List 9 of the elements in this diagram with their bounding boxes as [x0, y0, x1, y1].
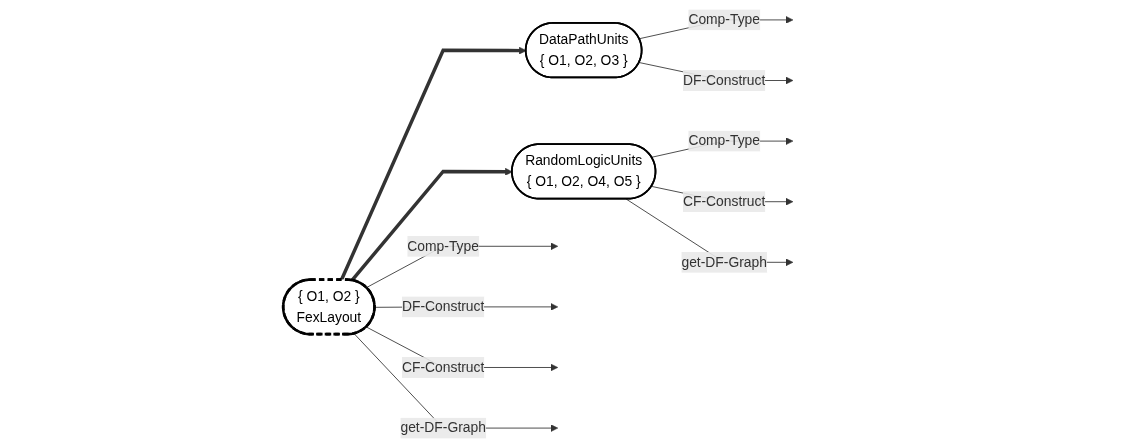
edge-label: DF-Construct	[401, 299, 485, 314]
edge-label: Comp-Type	[407, 238, 479, 254]
edge-label: get-DF-Graph	[681, 254, 767, 270]
edge-label: get-DF-Graph	[400, 420, 486, 436]
edge-label: Comp-Type	[688, 12, 760, 27]
edge-label: CF-Construct	[683, 193, 766, 209]
edge-label: CF-Construct	[401, 359, 485, 375]
edge-label: Comp-Type	[688, 133, 760, 149]
edge-label: DF-Construct	[683, 72, 766, 88]
